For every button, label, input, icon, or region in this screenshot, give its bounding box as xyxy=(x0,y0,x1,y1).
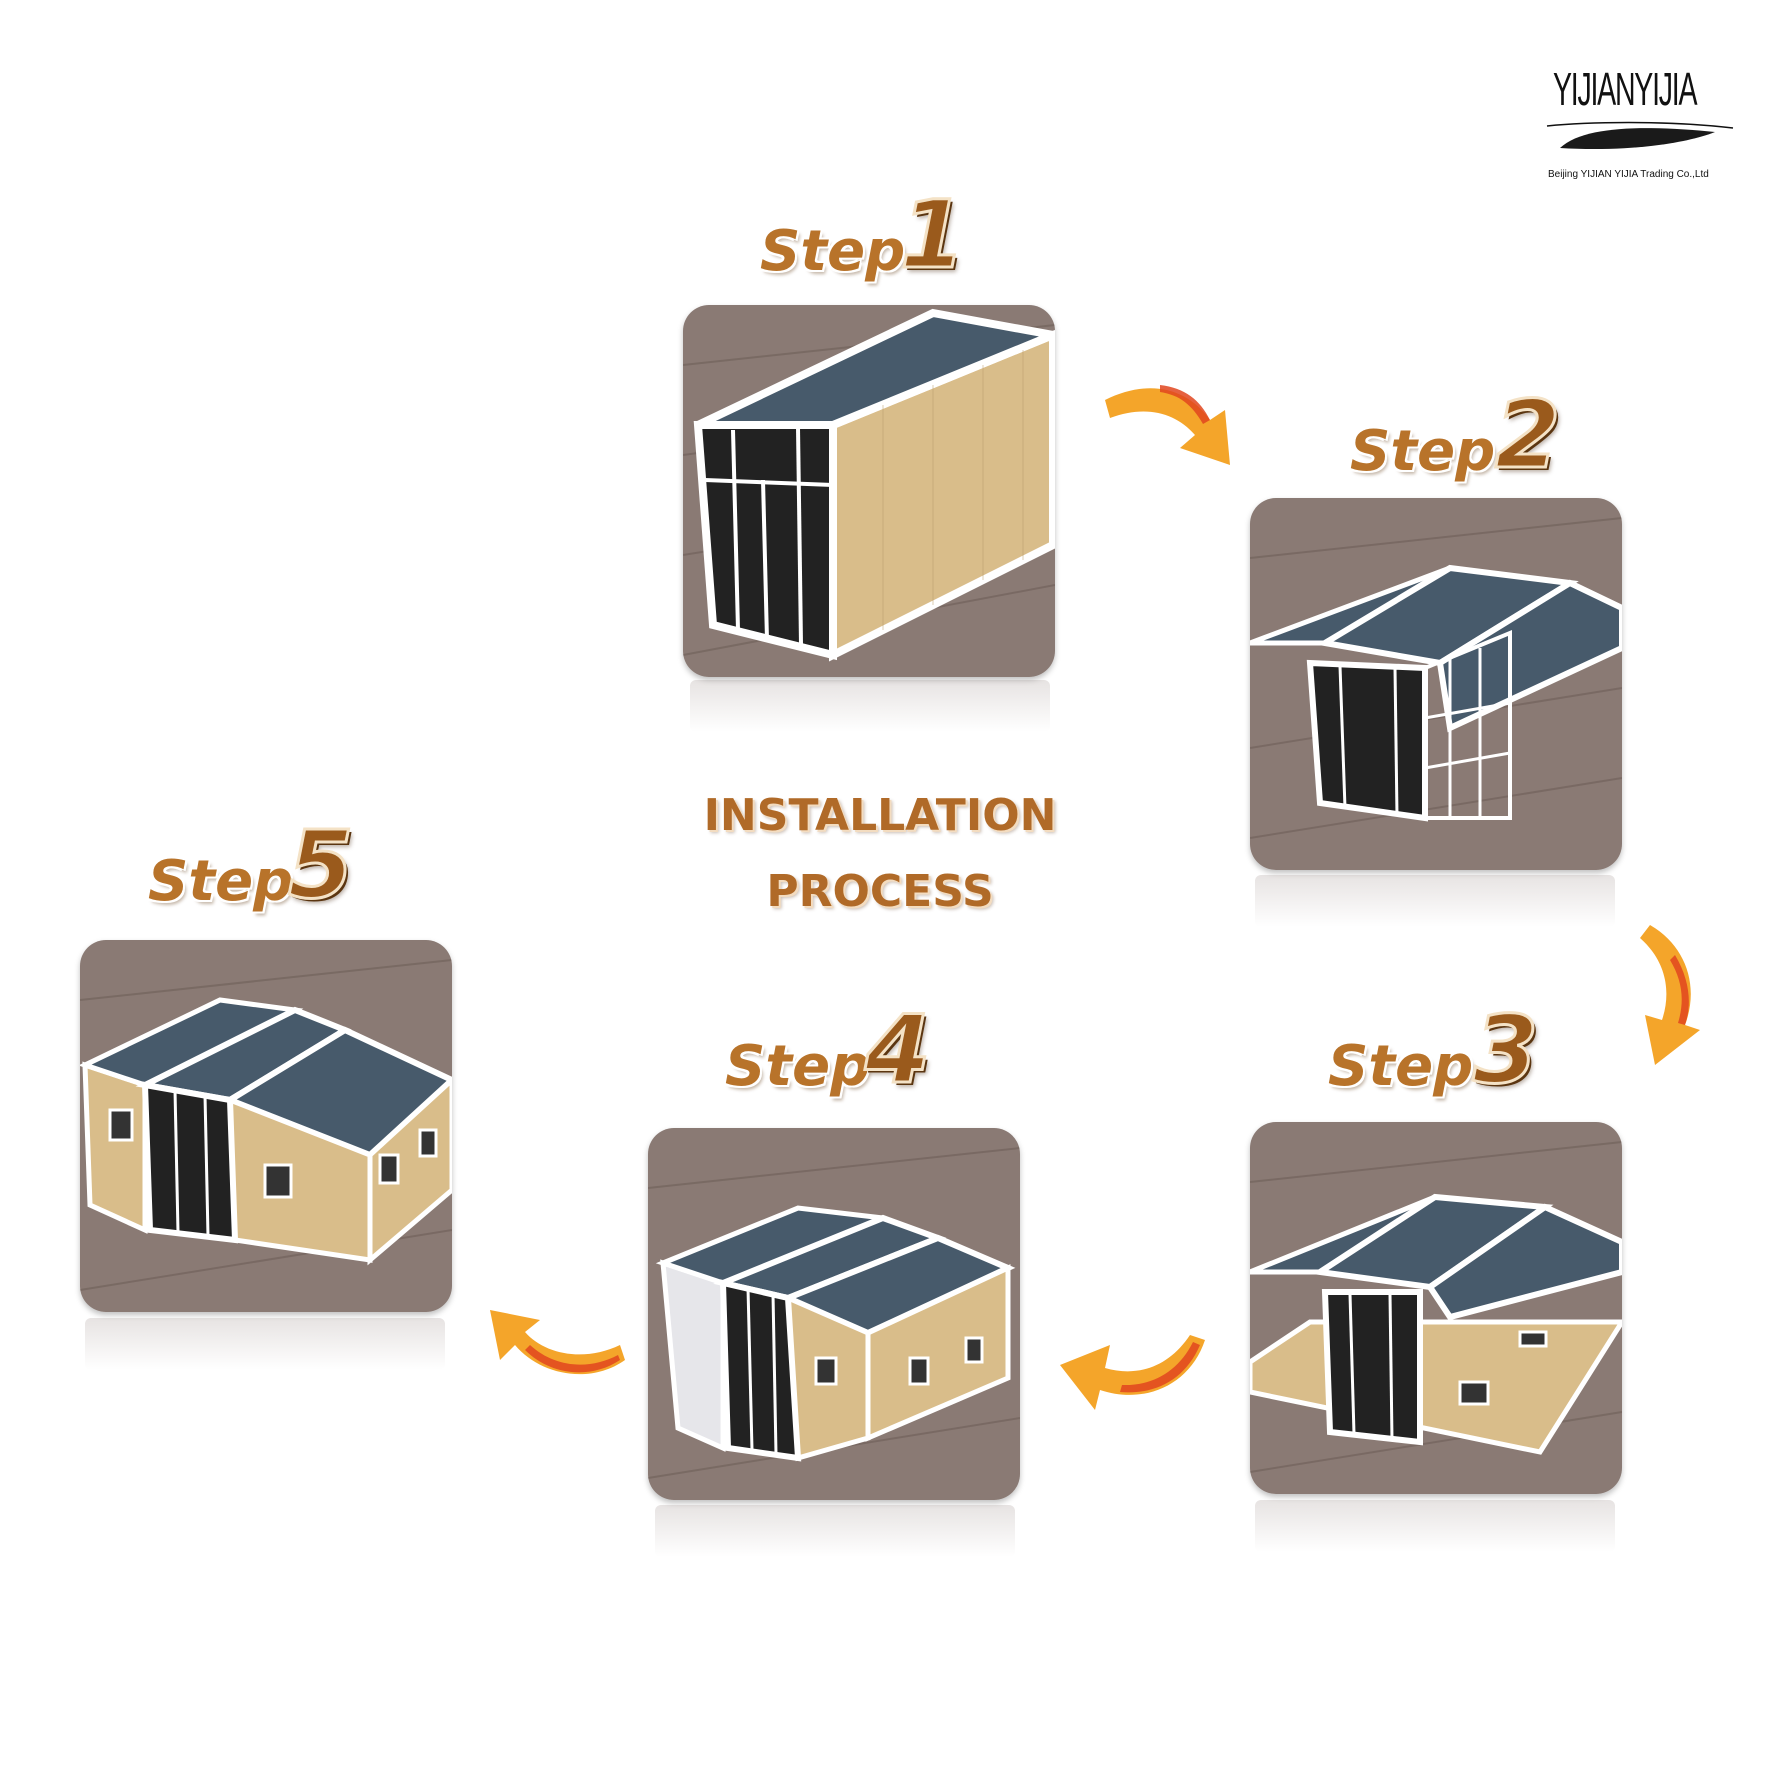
step-1-number: 1 xyxy=(898,180,966,292)
step-2-reflection xyxy=(1255,875,1615,927)
step-3-number: 3 xyxy=(1471,995,1539,1107)
step-5-label: Step 5 xyxy=(148,810,368,922)
step-1-image xyxy=(683,305,1055,677)
step-3-word: Step xyxy=(1328,1034,1474,1099)
step-arrow-icon xyxy=(1630,920,1710,1070)
step-arrow-icon xyxy=(1100,370,1240,470)
logo-swoosh-icon xyxy=(1546,121,1734,150)
step-2-word: Step xyxy=(1350,419,1496,484)
step-1-word: Step xyxy=(760,219,906,284)
step-5-word: Step xyxy=(148,849,294,914)
diagram-title-line-2: PROCESS xyxy=(766,866,994,917)
step-3-image xyxy=(1250,1122,1622,1494)
diagram-title-line-1: INSTALLATION xyxy=(703,790,1057,841)
company-logo: YIJIANYIJIA Beijing YIJIAN YIJIA Trading… xyxy=(1545,60,1735,190)
step-4-reflection xyxy=(655,1505,1015,1557)
step-3-label: Step 3 xyxy=(1328,995,1548,1107)
logo-company-name: Beijing YIJIAN YIJIA Trading Co.,Ltd xyxy=(1548,169,1709,180)
step-2-number: 2 xyxy=(1493,380,1561,492)
step-4-number: 4 xyxy=(863,995,931,1107)
step-2-image xyxy=(1250,498,1622,870)
step-1-reflection xyxy=(690,680,1050,732)
step-1-label: Step 1 xyxy=(760,180,967,292)
step-arrow-icon xyxy=(480,1300,630,1410)
step-5-number: 5 xyxy=(286,810,354,922)
step-5-reflection xyxy=(85,1318,445,1370)
step-4-word: Step xyxy=(725,1034,871,1099)
step-3-reflection xyxy=(1255,1500,1615,1552)
logo-wordmark: YIJIANYIJIA xyxy=(1553,63,1698,115)
step-4-image xyxy=(648,1128,1020,1500)
step-5-image xyxy=(80,940,452,1312)
step-4-label: Step 4 xyxy=(725,995,945,1107)
step-2-label: Step 2 xyxy=(1350,380,1570,492)
step-arrow-icon xyxy=(1060,1320,1210,1420)
